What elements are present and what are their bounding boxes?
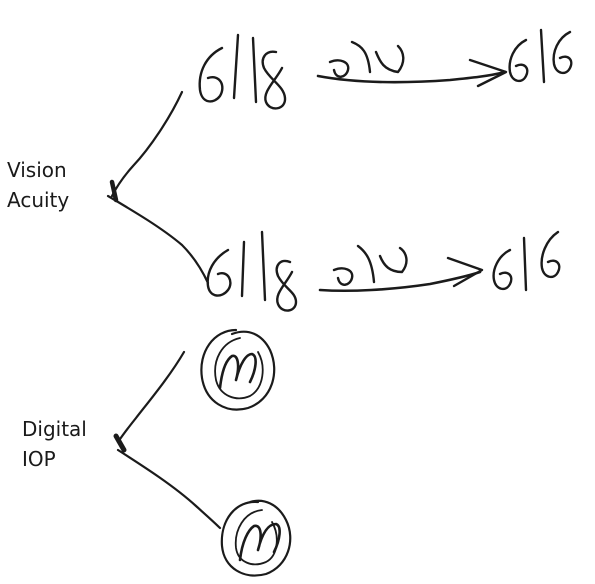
vision-acuity-entry-2 [206, 230, 561, 312]
digital-iop-label-line1: Digital [22, 417, 87, 441]
digital-iop-entry-1 [200, 328, 276, 411]
vision-acuity-value-1 [198, 33, 287, 110]
vision-acuity-label: Vision Acuity [7, 155, 69, 215]
vision-acuity-entry-1 [198, 28, 573, 110]
vision-acuity-result-2 [492, 230, 561, 292]
vision-acuity-result-1 [508, 28, 573, 84]
vision-acuity-arrow-1 [316, 40, 508, 88]
digital-iop-entry-2 [220, 499, 292, 577]
digital-iop-bracket [113, 350, 222, 530]
vision-acuity-value-2 [206, 230, 298, 312]
vision-acuity-label-line2: Acuity [7, 188, 70, 212]
vision-acuity-arrow-2 [318, 244, 484, 293]
digital-iop-label: Digital IOP [22, 414, 87, 474]
vision-acuity-bracket [106, 90, 210, 285]
vision-acuity-label-line1: Vision [7, 158, 67, 182]
digital-iop-label-line2: IOP [22, 447, 56, 471]
